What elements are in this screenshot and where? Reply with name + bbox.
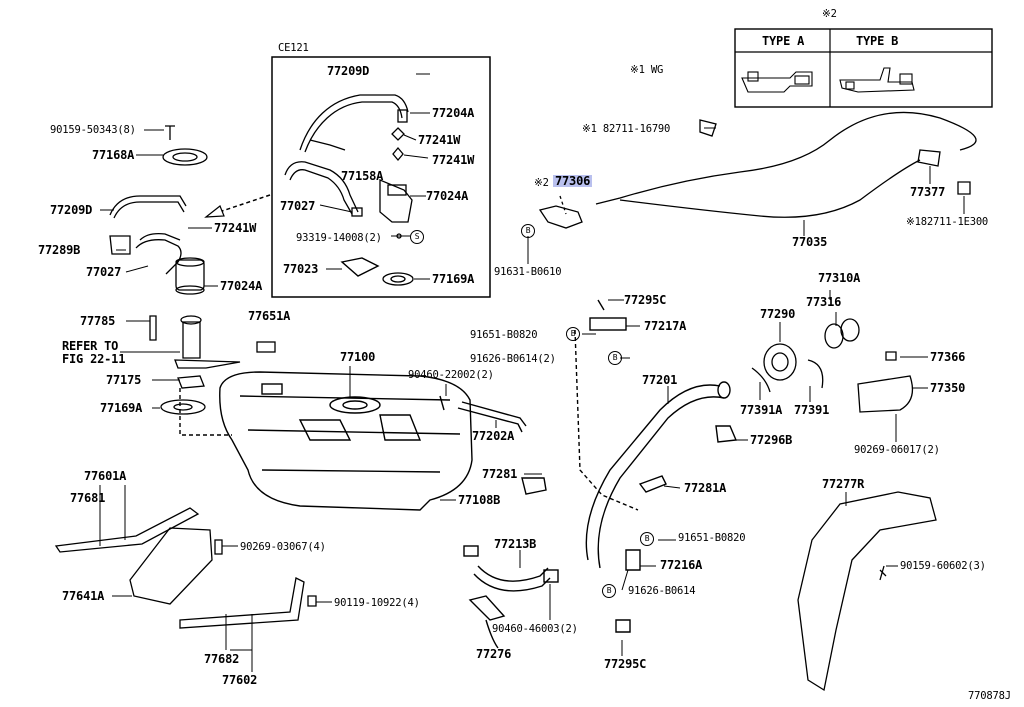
- part-90460-22002[interactable]: 90460-22002(2): [408, 369, 494, 381]
- part-77201[interactable]: 77201: [642, 373, 678, 387]
- part-91631-B0610[interactable]: 91631-B0610: [494, 266, 562, 278]
- circle-s-glyph: S: [410, 230, 424, 244]
- part-77295C-top[interactable]: 77295C: [624, 293, 667, 307]
- part-77027[interactable]: 77027: [86, 265, 122, 279]
- part-82711-16790[interactable]: ※1 82711-16790: [582, 123, 671, 135]
- circle-b-glyph: B: [566, 327, 580, 341]
- part-90159-60602[interactable]: 90159-60602(3): [900, 560, 986, 572]
- part-77681[interactable]: 77681: [70, 491, 106, 505]
- part-90119-10922[interactable]: 90119-10922(4): [334, 597, 420, 609]
- part-91626-B0614-2[interactable]: 91626-B0614(2): [470, 353, 556, 365]
- part-91651-B0820-bot[interactable]: 91651-B0820: [678, 532, 746, 544]
- part-77202A[interactable]: 77202A: [472, 429, 515, 443]
- part-91651-B0820-top[interactable]: 91651-B0820: [470, 329, 538, 341]
- part-77241W[interactable]: 77241W: [214, 221, 257, 235]
- refer-fig-note: FIG 22-11: [62, 352, 126, 366]
- part-77169A[interactable]: 77169A: [100, 401, 143, 415]
- type-a-clamp-drawing: [741, 71, 813, 93]
- part-77602[interactable]: 77602: [222, 673, 258, 687]
- part-90460-46003[interactable]: 90460-46003(2): [492, 623, 578, 635]
- part-77168A[interactable]: 77168A: [92, 148, 135, 162]
- part-77209D[interactable]: 77209D: [50, 203, 93, 217]
- circle-b-glyph: B: [521, 224, 535, 238]
- part-77289B[interactable]: 77289B: [38, 243, 81, 257]
- part-77281[interactable]: 77281: [482, 467, 518, 481]
- fuel-pump-assembly-left: [109, 125, 276, 415]
- part-77306-highlighted[interactable]: 77306: [553, 174, 593, 188]
- part-77391A[interactable]: 77391A: [740, 403, 783, 417]
- hoses-and-pipes-middle: [439, 299, 738, 649]
- part-77601A[interactable]: 77601A: [84, 469, 127, 483]
- part-77169A-inset[interactable]: 77169A: [432, 272, 475, 286]
- part-77310A[interactable]: 77310A: [818, 271, 861, 285]
- part-77277R[interactable]: 77277R: [822, 477, 865, 491]
- part-77296B[interactable]: 77296B: [750, 433, 793, 447]
- type-b-clamp-drawing: [839, 67, 915, 93]
- circle-s-symbol: S: [410, 230, 424, 244]
- footnote-1-note: ※1 WG: [630, 64, 664, 76]
- figure-id: 770878J: [968, 690, 1011, 702]
- refer-to-note: REFER TO: [62, 339, 119, 353]
- part-91626-B0614[interactable]: 91626-B0614: [628, 585, 696, 597]
- part-77027-inset[interactable]: 77027: [280, 199, 316, 213]
- inset-fuel-lines: [284, 94, 414, 286]
- part-77290[interactable]: 77290: [760, 307, 796, 321]
- part-77100[interactable]: 77100: [340, 350, 376, 364]
- inset-code: CE121: [278, 42, 309, 54]
- part-77241W-a[interactable]: 77241W: [418, 133, 461, 147]
- circle-b-symbol-top: B: [566, 327, 580, 341]
- circle-b-symbol-mid: B: [608, 351, 622, 365]
- part-77216A[interactable]: 77216A: [660, 558, 703, 572]
- part-77158A[interactable]: 77158A: [341, 169, 384, 183]
- part-93319-14008[interactable]: 93319-14008(2): [296, 232, 382, 244]
- part-77108B[interactable]: 77108B: [458, 493, 501, 507]
- filler-pipe-protector-77277R: [797, 491, 937, 692]
- part-77377[interactable]: 77377: [910, 185, 946, 199]
- part-77641A[interactable]: 77641A: [62, 589, 105, 603]
- part-82711-1E300[interactable]: ※182711-1E300: [906, 216, 989, 228]
- part-90269-06017[interactable]: 90269-06017(2): [854, 444, 940, 456]
- part-77350[interactable]: 77350: [930, 381, 966, 395]
- type-b-header: TYPE B: [856, 34, 899, 48]
- circle-b-symbol-bot2: B: [602, 584, 616, 598]
- type-table-frame: [734, 28, 993, 108]
- part-77024A-inset[interactable]: 77024A: [426, 189, 469, 203]
- part-77682[interactable]: 77682: [204, 652, 240, 666]
- circle-b-symbol-77306: B: [521, 224, 535, 238]
- inset-frame: [271, 56, 491, 298]
- footnote-2-mark: ※2: [822, 8, 837, 20]
- part-77023[interactable]: 77023: [283, 262, 319, 276]
- part-90269-03067[interactable]: 90269-03067(4): [240, 541, 326, 553]
- fuel-tank-77100: [179, 371, 473, 511]
- opener-lever-and-cable: [538, 111, 977, 229]
- part-77035[interactable]: 77035: [792, 235, 828, 249]
- part-90159-50343[interactable]: 90159-50343(8): [50, 124, 136, 136]
- part-77306-prefix: ※2: [534, 177, 549, 189]
- part-77316[interactable]: 77316: [806, 295, 842, 309]
- part-77217A[interactable]: 77217A: [644, 319, 687, 333]
- leader-lines: [99, 73, 965, 672]
- part-77209D-inset[interactable]: 77209D: [327, 64, 370, 78]
- filler-neck-parts-right: [751, 318, 914, 413]
- circle-b-glyph: B: [608, 351, 622, 365]
- type-a-header: TYPE A: [762, 34, 805, 48]
- part-77366[interactable]: 77366: [930, 350, 966, 364]
- part-77651A[interactable]: 77651A: [248, 309, 291, 323]
- tank-straps-and-protector: [54, 507, 317, 629]
- circle-b-glyph: B: [640, 532, 654, 546]
- part-77175[interactable]: 77175: [106, 373, 142, 387]
- part-77295C-bot[interactable]: 77295C: [604, 657, 647, 671]
- circle-b-symbol-bot1: B: [640, 532, 654, 546]
- part-77204A[interactable]: 77204A: [432, 106, 475, 120]
- part-77241W-b[interactable]: 77241W: [432, 153, 475, 167]
- part-77391[interactable]: 77391: [794, 403, 830, 417]
- part-77024A[interactable]: 77024A: [220, 279, 263, 293]
- circle-b-glyph: B: [602, 584, 616, 598]
- part-77785[interactable]: 77785: [80, 314, 116, 328]
- part-77276[interactable]: 77276: [476, 647, 512, 661]
- part-77281A[interactable]: 77281A: [684, 481, 727, 495]
- part-77213B[interactable]: 77213B: [494, 537, 537, 551]
